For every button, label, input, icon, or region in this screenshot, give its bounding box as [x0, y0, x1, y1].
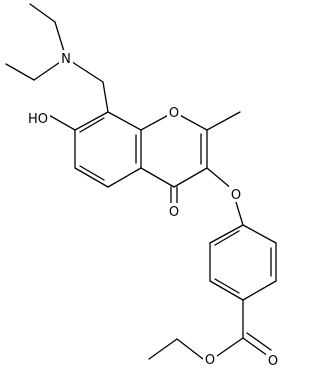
double-bond-inner	[214, 230, 240, 246]
hydroxyl-label: HO	[28, 112, 48, 127]
double-bond-inner	[79, 117, 105, 133]
bond	[107, 111, 142, 131]
ring-oxygen-label: O	[169, 106, 179, 121]
bond	[74, 167, 109, 188]
ethyl-ester-group	[148, 299, 272, 360]
bond	[216, 337, 244, 357]
bond	[29, 3, 56, 23]
carbonyl-oxygen-label: O	[169, 205, 179, 220]
bond	[148, 338, 178, 360]
atom-labels: N HO O O O O O	[26, 50, 280, 369]
methyl-bond	[206, 111, 241, 131]
bond	[209, 280, 244, 301]
bond	[209, 224, 244, 244]
double-bond-inner	[214, 278, 240, 294]
ether-oxygen-label: O	[231, 188, 241, 203]
bond	[173, 167, 208, 188]
ester-oxygen-label: O	[205, 353, 215, 368]
hydroxyl-bond	[46, 113, 76, 131]
chemical-structure-diagram: N HO O O O O O	[5, 3, 280, 369]
ester-carbonyl-oxygen-label: O	[268, 354, 278, 369]
benzo-ring	[74, 111, 142, 188]
nitrogen-label: N	[61, 52, 71, 67]
ester-carbonyl-bond	[246, 332, 272, 351]
double-bond-inner	[79, 165, 105, 181]
bond	[5, 63, 35, 81]
bond	[242, 224, 277, 244]
bond	[242, 280, 277, 301]
bond	[74, 111, 109, 131]
bond	[107, 167, 142, 188]
diethylamino-group	[5, 3, 104, 83]
bond	[140, 167, 175, 188]
methylene-bond	[102, 81, 109, 113]
bond	[176, 338, 204, 360]
ether-bond	[206, 167, 233, 190]
phenyl-ring	[209, 224, 277, 301]
ester-carbonyl-bond	[242, 337, 269, 357]
pyranone-ring	[140, 111, 208, 188]
